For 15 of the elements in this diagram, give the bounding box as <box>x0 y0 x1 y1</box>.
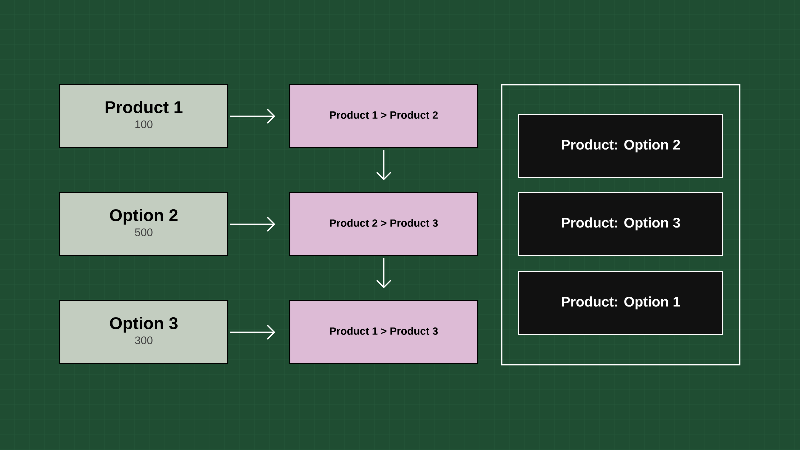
arrow <box>230 325 276 340</box>
arrow <box>230 217 276 232</box>
group-frame <box>501 84 741 366</box>
result-box: Product: Option 1 <box>518 272 724 336</box>
input-box: Product 1 100 <box>60 84 228 148</box>
input-box: Option 2 500 <box>60 192 228 256</box>
result-box: Product: Option 2 <box>518 114 724 178</box>
result-box: Product: Option 3 <box>518 192 724 256</box>
arrow <box>376 258 392 288</box>
comparison-box: Product 1 > Product 2 <box>290 84 478 148</box>
comparison-box: Product 2 > Product 3 <box>290 192 478 256</box>
comparison-box: Product 1 > Product 3 <box>290 300 478 364</box>
input-box: Option 3 300 <box>60 300 228 364</box>
arrow <box>376 150 392 180</box>
arrow <box>230 109 276 124</box>
